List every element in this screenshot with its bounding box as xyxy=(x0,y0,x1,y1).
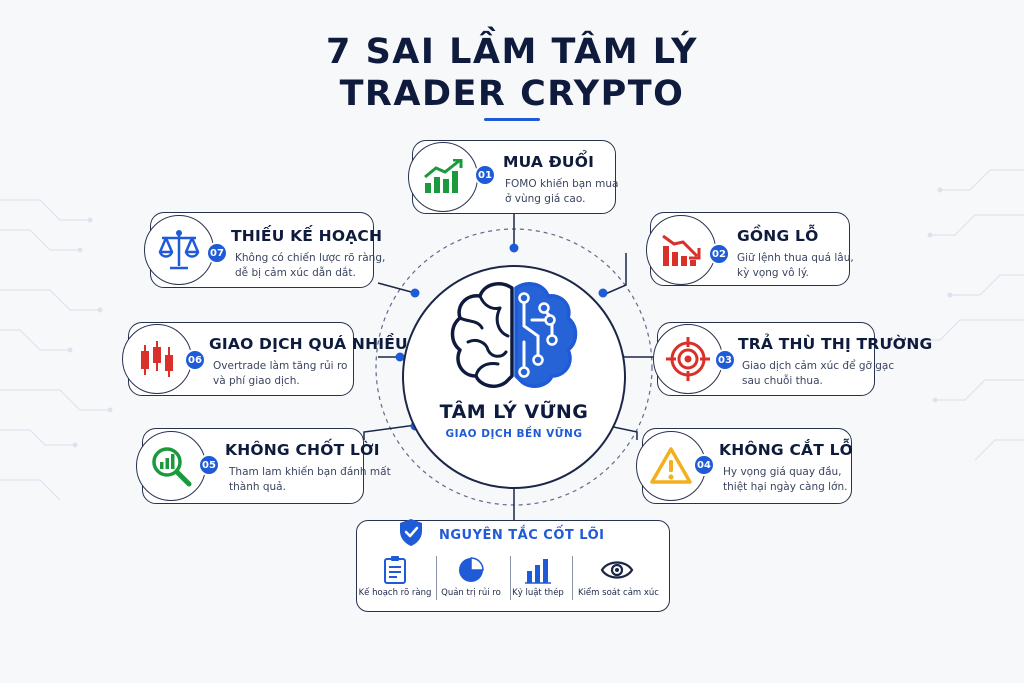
mistake-desc-line1: Tham lam khiến bạn đánh mất xyxy=(229,466,391,478)
core-item-risk: Quản trị rủi ro xyxy=(432,552,510,608)
candlestick-icon xyxy=(141,341,173,377)
mistake-desc-line2: thiệt hại ngày càng lớn. xyxy=(723,481,848,493)
magnifier-chart-icon xyxy=(152,447,192,487)
mistake-desc-line2: thành quả. xyxy=(229,481,286,493)
center-subtitle: GIAO DỊCH BỀN VỮNG xyxy=(445,428,583,440)
title-underline xyxy=(484,118,540,121)
page-title-line2: TRADER CRYPTO xyxy=(339,74,685,114)
mistake-title: KHÔNG CẮT LỖ xyxy=(719,441,854,459)
shield-check-icon xyxy=(400,519,422,546)
number-badge-07: 07 xyxy=(206,242,228,264)
warning-icon xyxy=(650,447,692,484)
mistake-title: GỒNG LỖ xyxy=(737,227,819,245)
number-badge-02: 02 xyxy=(708,243,730,265)
number-badge-03: 03 xyxy=(714,349,736,371)
core-item-label: Kiểm soát cảm xúc xyxy=(578,588,659,598)
core-item-label: Kế hoạch rõ ràng xyxy=(358,588,432,598)
center-circle xyxy=(402,265,626,489)
brain-circuit-icon xyxy=(450,282,578,388)
icon-circle-07 xyxy=(144,215,214,285)
clipboard-icon xyxy=(384,556,406,584)
mistake-desc-line2: dễ bị cảm xúc dẫn dắt. xyxy=(235,267,356,279)
rising-chart-icon xyxy=(424,159,463,193)
mistake-title: KHÔNG CHỐT LỜI xyxy=(225,441,380,459)
number-badge-01: 01 xyxy=(474,164,496,186)
mistake-desc-line1: Không có chiến lược rõ ràng, xyxy=(235,252,386,264)
number-badge-06: 06 xyxy=(184,349,206,371)
core-item-label: Kỷ luật thép xyxy=(512,588,564,598)
circuit-decoration-left xyxy=(0,199,110,501)
mistake-card-03: TRẢ THÙ THỊ TRƯỜNG Giao dịch cảm xúc để … xyxy=(657,322,932,396)
mistake-desc-line1: Overtrade làm tăng rủi ro xyxy=(213,360,348,372)
core-separator xyxy=(510,556,511,600)
number-badge-04: 04 xyxy=(693,454,715,476)
core-separator xyxy=(436,556,437,600)
eye-icon xyxy=(600,561,634,579)
core-separator xyxy=(572,556,573,600)
mistake-title: MUA ĐUỔI xyxy=(503,153,595,171)
circuit-decoration-right xyxy=(915,169,1024,461)
core-principles-title: NGUYÊN TẮC CỐT LÕI xyxy=(439,528,605,543)
icon-circle-01 xyxy=(408,142,478,212)
core-item-discipline: Kỷ luật thép xyxy=(499,552,577,608)
icon-circle-06 xyxy=(122,324,192,394)
center-title: TÂM LÝ VỮNG xyxy=(439,401,589,423)
mistake-desc-line1: Giữ lệnh thua quá lâu, xyxy=(737,252,854,264)
mistake-desc-line2: kỳ vọng vô lý. xyxy=(737,267,809,279)
mistake-desc-line2: và phí giao dịch. xyxy=(213,375,300,387)
mistake-desc-line2: sau chuỗi thua. xyxy=(742,375,823,387)
mistake-title: THIẾU KẾ HOẠCH xyxy=(231,227,383,245)
bar-chart-icon xyxy=(525,559,551,584)
mistake-title: TRẢ THÙ THỊ TRƯỜNG xyxy=(738,335,933,353)
icon-circle-02 xyxy=(646,215,716,285)
page-title-line1: 7 SAI LẦM TÂM LÝ xyxy=(326,32,698,72)
target-icon xyxy=(666,337,710,381)
mistake-desc-line1: FOMO khiến bạn mua xyxy=(505,178,619,190)
balance-scale-icon xyxy=(158,230,200,270)
mistake-desc-line1: Giao dịch cảm xúc để gỡ gạc xyxy=(742,360,895,372)
icon-circle-03 xyxy=(653,324,723,394)
icon-circle-05 xyxy=(136,431,206,501)
mistake-desc-line2: ở vùng giá cao. xyxy=(505,193,586,205)
core-item-emotion: Kiểm soát cảm xúc xyxy=(578,552,659,608)
falling-chart-icon xyxy=(662,234,701,266)
core-item-label: Quản trị rủi ro xyxy=(441,588,501,598)
mistake-title: GIAO DỊCH QUÁ NHIỀU xyxy=(209,335,408,353)
connector-paths xyxy=(363,213,653,520)
core-item-plan: Kế hoạch rõ ràng xyxy=(356,552,434,608)
number-badge-05: 05 xyxy=(198,454,220,476)
mistake-desc-line1: Hy vọng giá quay đầu, xyxy=(723,466,842,478)
pie-chart-icon xyxy=(459,557,484,582)
